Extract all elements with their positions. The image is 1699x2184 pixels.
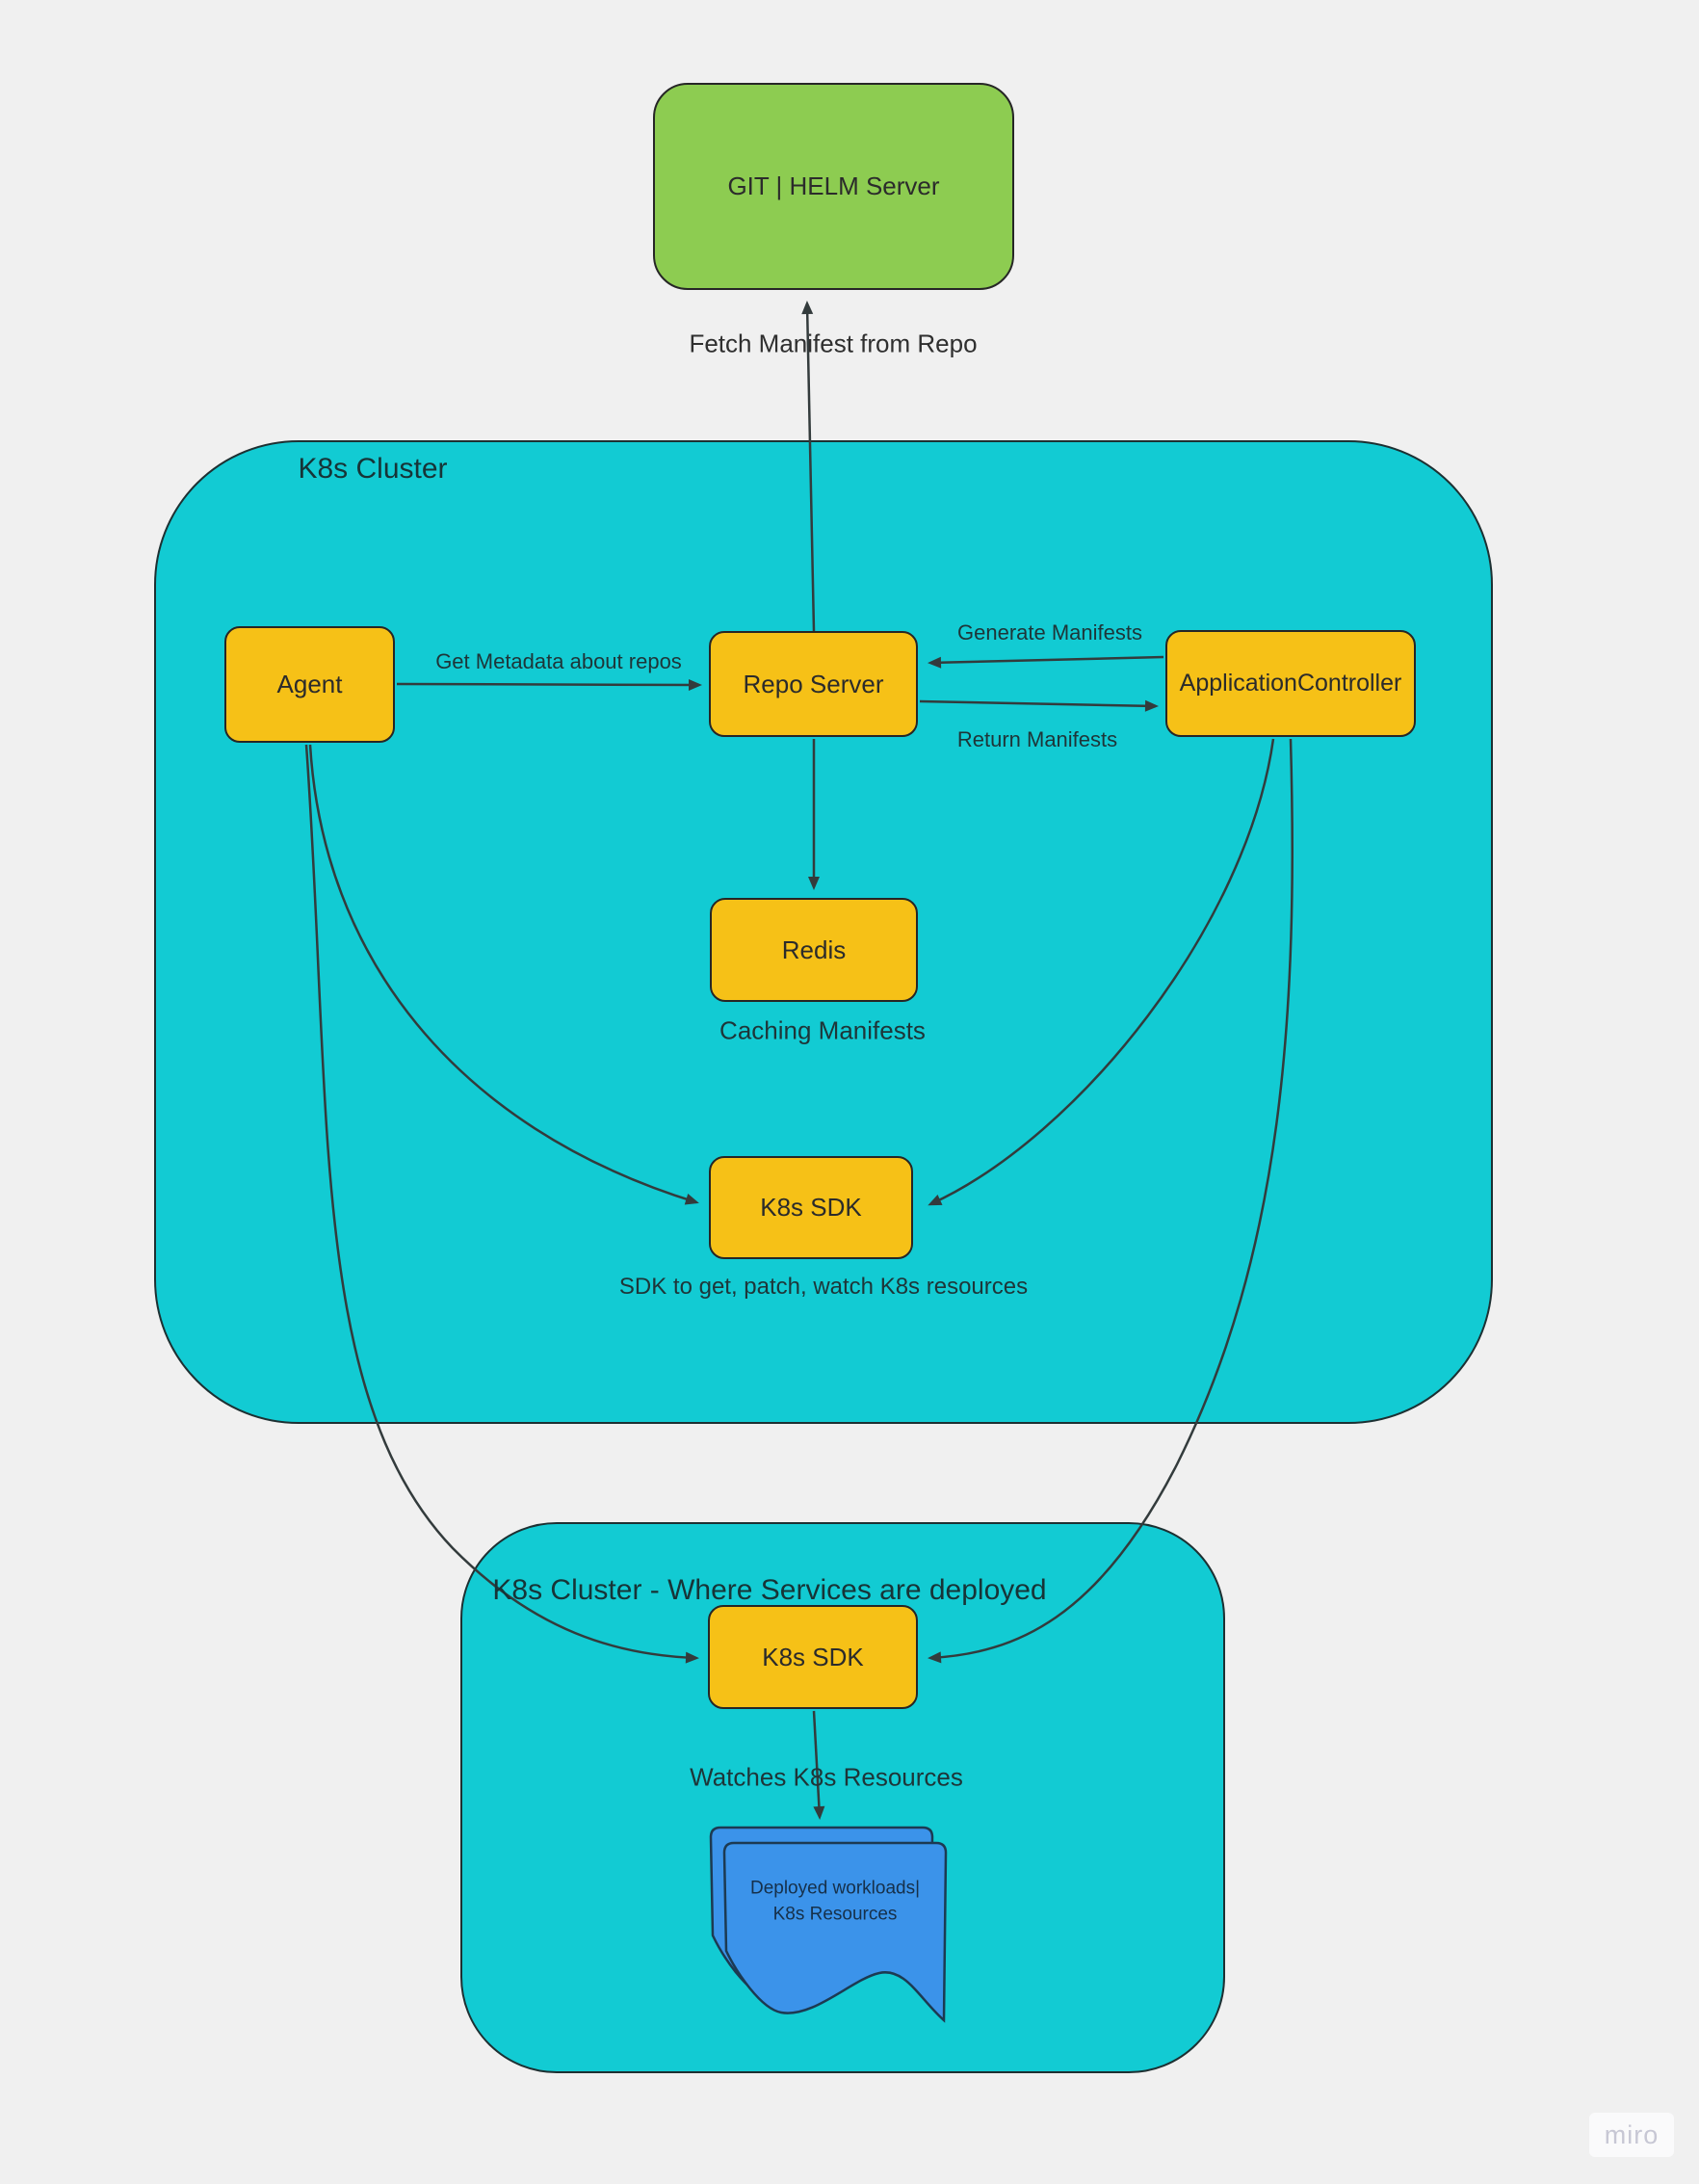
cluster-title-k8s-services: K8s Cluster - Where Services are deploye…: [492, 1574, 1047, 1606]
miro-watermark-text: miro: [1604, 2119, 1660, 2149]
node-application-controller[interactable]: ApplicationController: [1165, 630, 1416, 737]
deployed-workloads-label: Deployed workloads| K8s Resources: [719, 1876, 951, 1927]
node-redis[interactable]: Redis: [710, 898, 918, 1002]
node-git-helm-server[interactable]: GIT | HELM Server: [653, 83, 1014, 290]
edge-agent-to-sdk-lower[interactable]: [304, 744, 699, 1664]
node-k8s-sdk-lower[interactable]: K8s SDK: [708, 1605, 918, 1709]
deployed-workloads-line1: Deployed workloads|: [749, 1878, 921, 1899]
edge-get-metadata[interactable]: [396, 678, 702, 691]
edge-return-manifests[interactable]: [919, 699, 1159, 712]
deployed-workloads-line2: K8s Resources: [772, 1904, 898, 1924]
edge-appctl-to-sdk-upper[interactable]: [928, 738, 1275, 1206]
node-application-controller-label: ApplicationController: [1179, 670, 1402, 697]
node-k8s-sdk-upper-label: K8s SDK: [760, 1193, 862, 1222]
node-git-helm-server-label: GIT | HELM Server: [727, 171, 940, 200]
cluster-title-k8s-main: K8s Cluster: [298, 453, 448, 485]
label-watches-resources[interactable]: Watches K8s Resources: [690, 1762, 963, 1792]
edge-sdk-to-workloads[interactable]: [812, 1710, 825, 1820]
node-repo-server[interactable]: Repo Server: [709, 631, 918, 737]
edge-agent-to-sdk-upper[interactable]: [308, 744, 699, 1205]
node-redis-label: Redis: [781, 934, 847, 964]
node-agent-label: Agent: [276, 670, 343, 698]
miro-watermark: miro: [1589, 2113, 1674, 2157]
node-k8s-sdk-lower-label: K8s SDK: [762, 1642, 864, 1671]
label-caching-manifests[interactable]: Caching Manifests: [719, 1015, 926, 1045]
deployed-workloads-doc-front[interactable]: [722, 1841, 948, 2023]
edge-generate-manifests[interactable]: [928, 655, 1164, 669]
node-k8s-sdk-upper[interactable]: K8s SDK: [709, 1156, 913, 1259]
node-repo-server-label: Repo Server: [743, 669, 884, 698]
node-agent[interactable]: Agent: [224, 626, 395, 743]
edge-appctl-to-sdk-lower[interactable]: [928, 738, 1294, 1664]
label-generate-manifests[interactable]: Generate Manifests: [957, 620, 1142, 645]
label-sdk-note[interactable]: SDK to get, patch, watch K8s resources: [618, 1274, 1029, 1300]
label-get-metadata[interactable]: Get Metadata about repos: [435, 649, 682, 673]
label-return-manifests[interactable]: Return Manifests: [956, 727, 1118, 751]
label-fetch-manifest[interactable]: Fetch Manifest from Repo: [689, 329, 978, 358]
edge-fetch-manifest[interactable]: [801, 301, 816, 632]
